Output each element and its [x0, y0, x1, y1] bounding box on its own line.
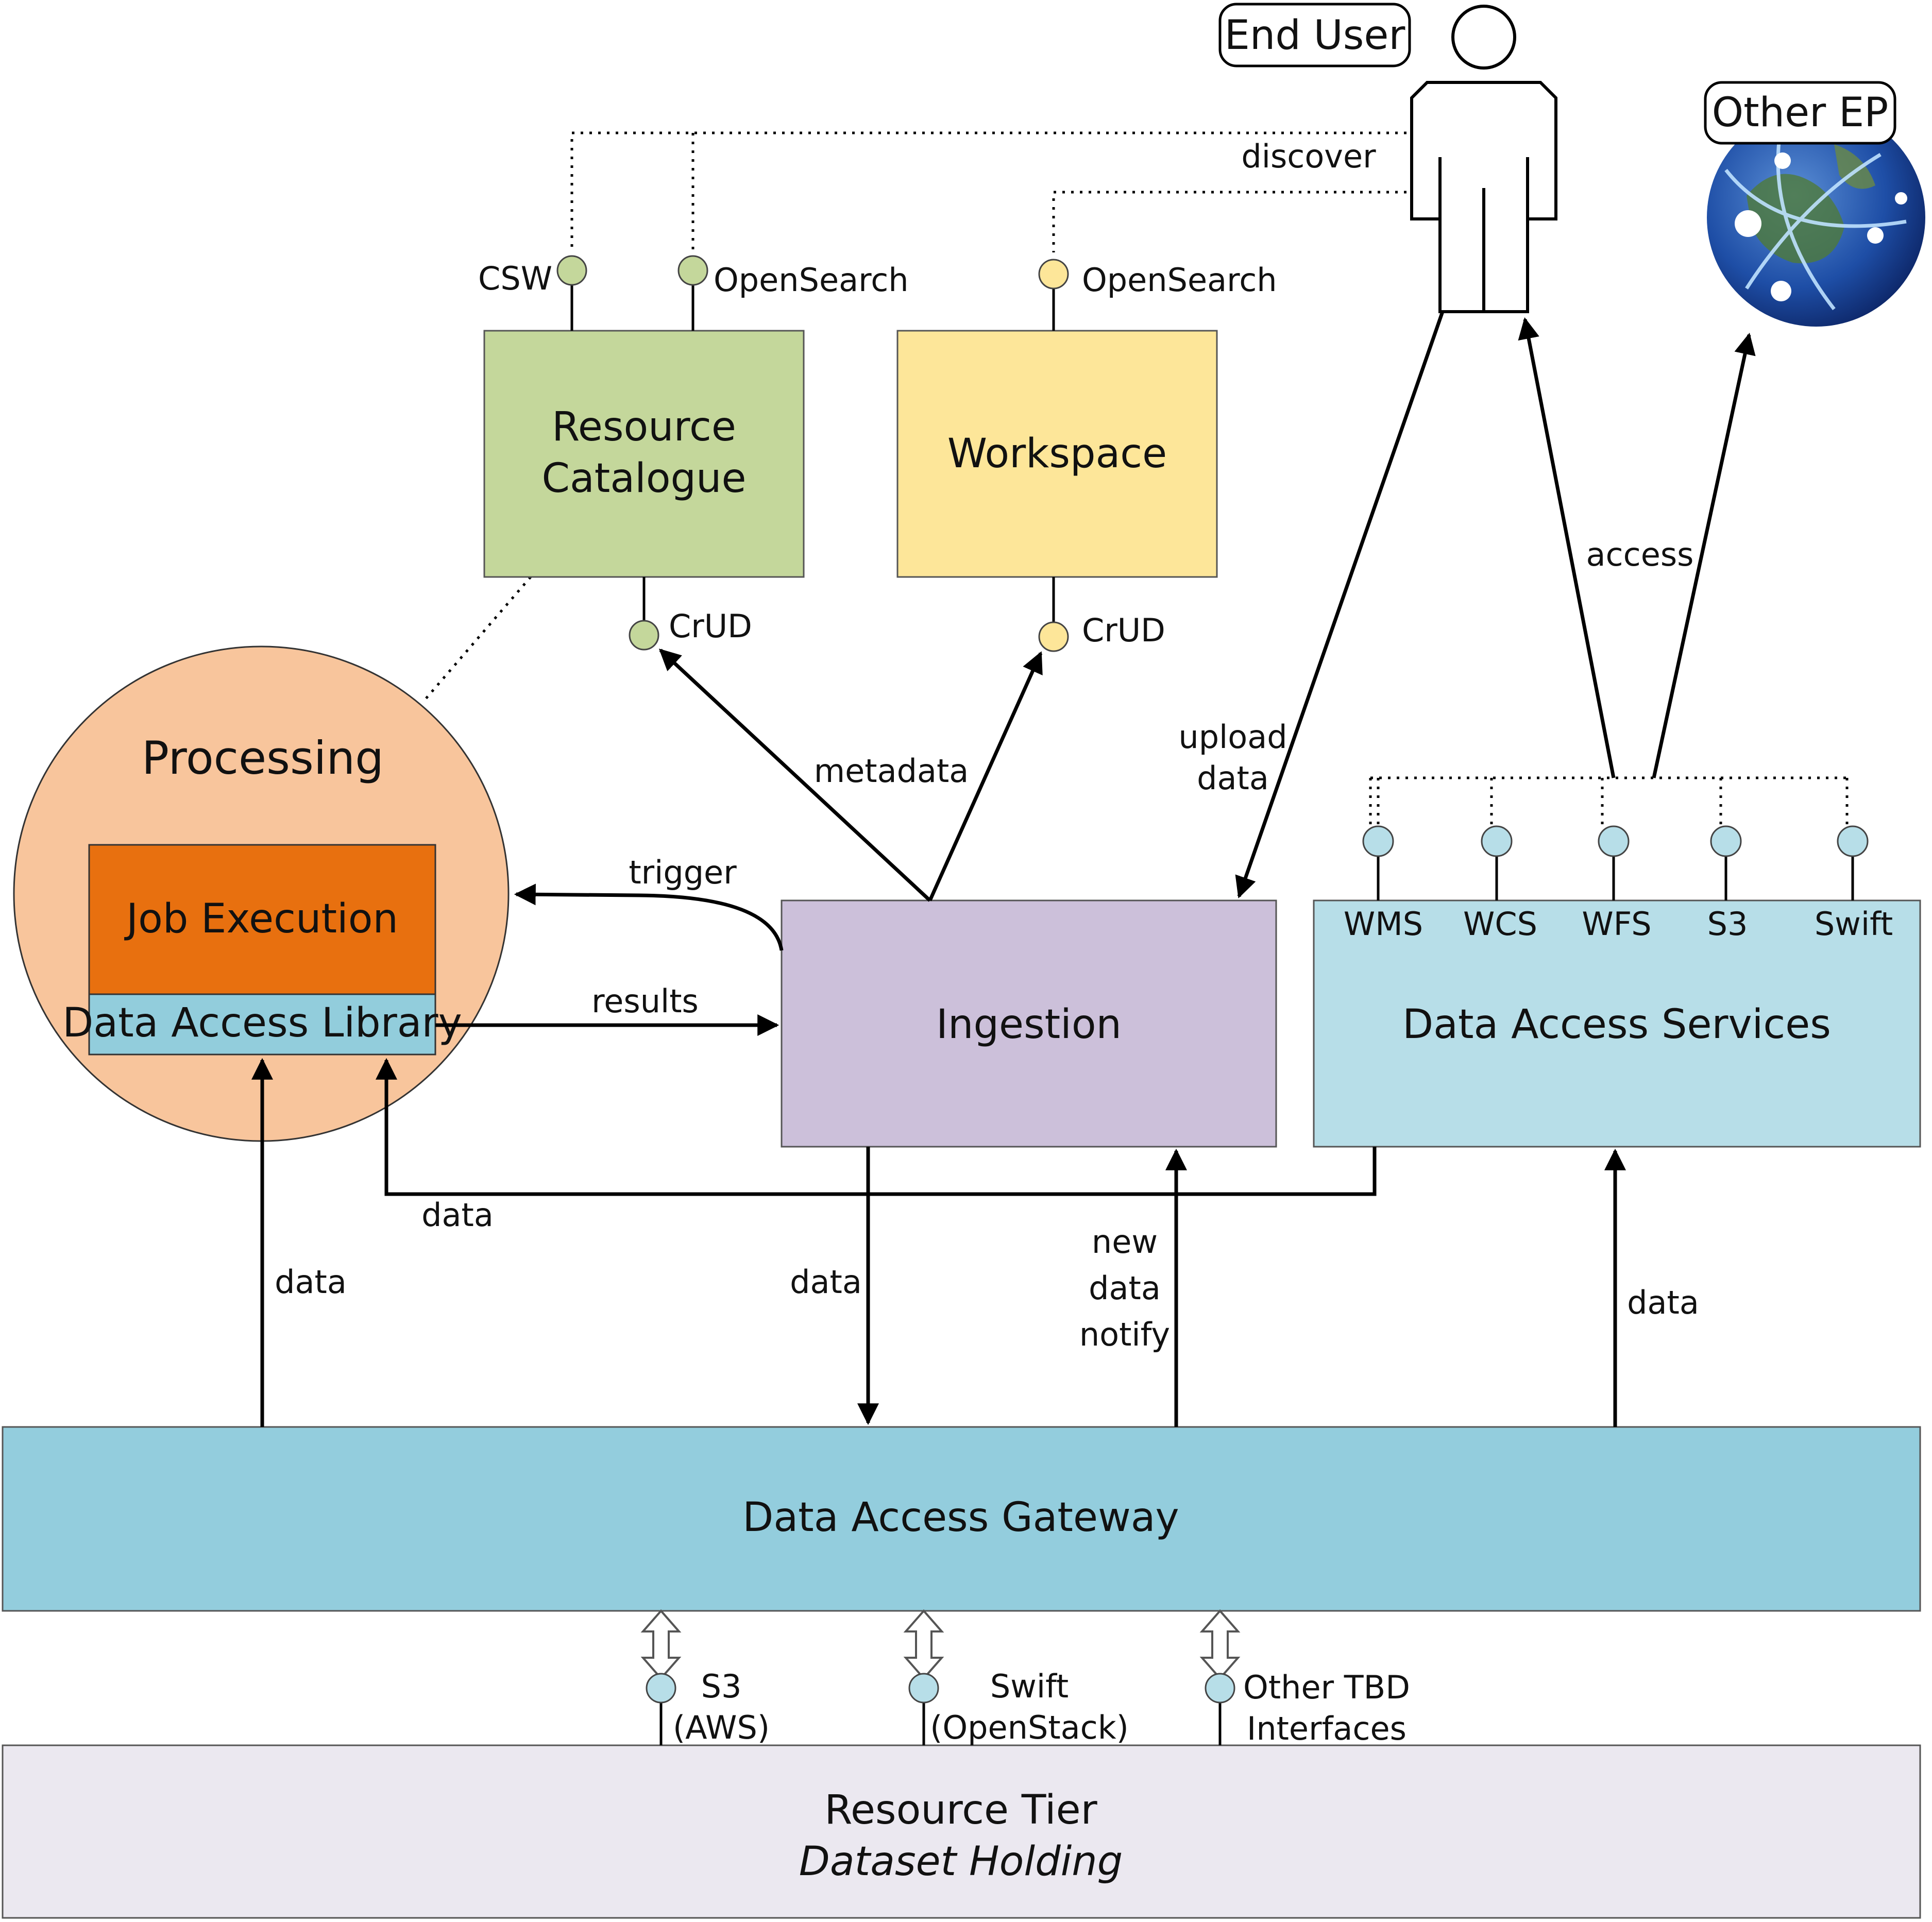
metadata-label: metadata	[814, 752, 969, 790]
swift-service-interface-port[interactable]	[1837, 825, 1869, 857]
ingestion-title: Ingestion	[936, 1001, 1122, 1048]
service-label-swift: Swift	[1815, 905, 1893, 943]
access-label: access	[1586, 536, 1694, 573]
s3-service-interface-port[interactable]	[1710, 825, 1742, 857]
tier-other-interface-port[interactable]	[1205, 1673, 1235, 1704]
catalogue-opensearch-interface-port[interactable]	[677, 255, 708, 286]
resource-tier-title: Resource Tier	[824, 1787, 1097, 1833]
data-services-label: data	[1627, 1284, 1699, 1321]
tier-other-label-line2: Interfaces	[1247, 1710, 1406, 1747]
data-access-services[interactable]: Data Access Services WMS WCS WFS S3 Swif…	[1313, 899, 1921, 1148]
data-processing-label: data	[275, 1263, 347, 1301]
end-user-label-box: End User	[1218, 3, 1411, 67]
resource-tier[interactable]: Resource Tier Dataset Holding	[2, 1744, 1921, 1919]
tier-interfaces	[640, 1609, 1241, 1745]
data-ingestion-label: data	[790, 1263, 862, 1301]
tier-swift-interface-port[interactable]	[908, 1673, 939, 1704]
ingestion[interactable]: Ingestion	[781, 899, 1277, 1148]
tier-s3-interface-port[interactable]	[646, 1673, 676, 1704]
data-access-library[interactable]: Data Access Library	[62, 993, 462, 1056]
new-data-notify-label-line2: data	[1089, 1269, 1161, 1307]
discover-connections	[424, 131, 1849, 827]
resource-catalogue-title-line1: Resource	[552, 404, 736, 450]
other-ep-label-box: Other EP	[1704, 81, 1896, 145]
end-user-figure[interactable]	[1410, 5, 1557, 313]
service-label-wfs: WFS	[1582, 905, 1651, 943]
job-execution[interactable]: Job Execution	[88, 844, 436, 995]
workspace-crud-interface-port[interactable]	[1038, 621, 1069, 652]
tier-s3-label-line1: S3	[701, 1668, 742, 1705]
service-interface-stems	[1377, 778, 1854, 900]
workspace-title: Workspace	[947, 431, 1167, 477]
wms-interface-port[interactable]	[1362, 825, 1394, 857]
results-label: results	[591, 982, 699, 1020]
data-access-gateway-title: Data Access Gateway	[742, 1494, 1179, 1541]
new-data-notify-label-line3: notify	[1079, 1316, 1170, 1353]
tier-swift-label-line2: (OpenStack)	[930, 1709, 1129, 1746]
other-ep-label: Other EP	[1712, 90, 1889, 136]
service-label-s3: S3	[1707, 905, 1748, 943]
upload-data-label-line1: upload	[1178, 718, 1287, 756]
workspace-crud-label: CrUD	[1082, 611, 1165, 649]
data-access-gateway[interactable]: Data Access Gateway	[2, 1426, 1921, 1612]
discover-label: discover	[1241, 138, 1376, 175]
service-label-wcs: WCS	[1463, 905, 1537, 943]
resource-tier-subtitle: Dataset Holding	[799, 1839, 1123, 1885]
service-label-wms: WMS	[1344, 905, 1423, 943]
data-access-library-title: Data Access Library	[62, 1000, 462, 1046]
csw-interface-port[interactable]	[556, 255, 587, 286]
catalogue-opensearch-label: OpenSearch	[714, 261, 909, 299]
processing-title: Processing	[142, 732, 384, 785]
tier-other-label-line1: Other TBD	[1243, 1669, 1410, 1706]
catalogue-crud-label: CrUD	[669, 607, 752, 645]
data-access-services-title: Data Access Services	[1402, 1001, 1831, 1048]
csw-label: CSW	[478, 260, 552, 297]
tier-swift-label-line1: Swift	[990, 1668, 1069, 1705]
trigger-label: trigger	[629, 854, 737, 891]
end-user-label: End User	[1225, 12, 1406, 59]
workspace-opensearch-label: OpenSearch	[1082, 261, 1277, 299]
new-data-notify-label-line1: new	[1092, 1223, 1158, 1261]
tier-s3-label-line2: (AWS)	[673, 1709, 770, 1746]
job-execution-title: Job Execution	[124, 896, 398, 942]
globe-icon	[1707, 108, 1925, 327]
data-library-label: data	[421, 1196, 494, 1234]
upload-data-label-line2: data	[1197, 759, 1269, 797]
resource-catalogue[interactable]: Resource Catalogue	[483, 330, 805, 578]
wfs-interface-port[interactable]	[1598, 825, 1630, 857]
catalogue-interfaces	[570, 284, 694, 621]
flow-arrows	[251, 311, 1756, 1427]
wcs-interface-port[interactable]	[1481, 825, 1513, 857]
catalogue-crud-interface-port[interactable]	[629, 620, 659, 651]
workspace[interactable]: Workspace	[896, 330, 1218, 578]
workspace-opensearch-interface-port[interactable]	[1038, 259, 1069, 290]
resource-catalogue-title-line2: Catalogue	[542, 455, 747, 502]
